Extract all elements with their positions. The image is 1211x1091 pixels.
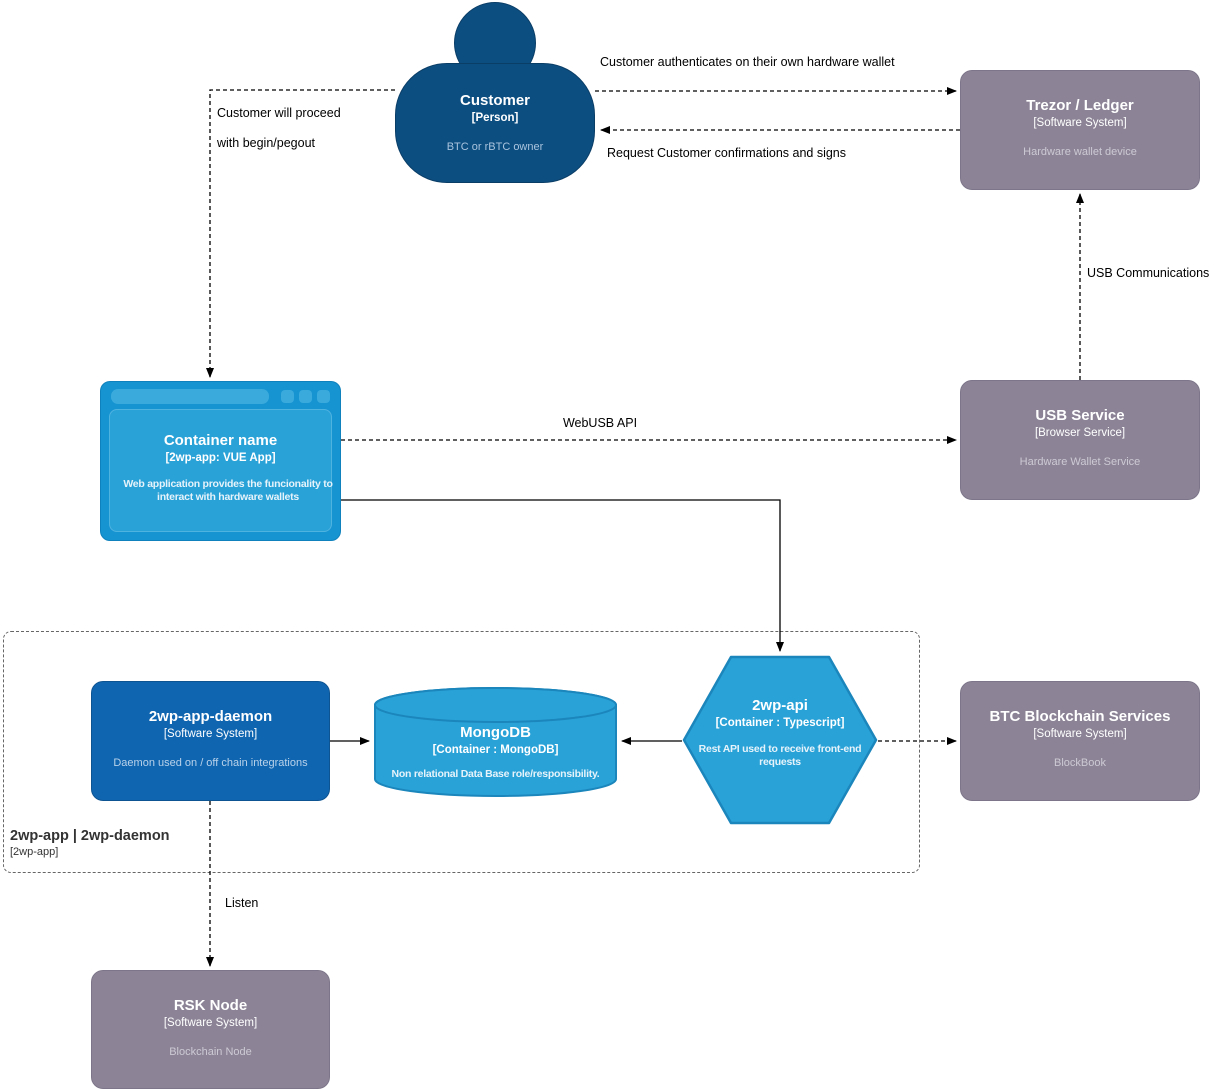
edge-label-authenticate: Customer authenticates on their own hard… [600, 55, 895, 69]
hexagon-shape-icon [682, 655, 878, 825]
node-description: BlockBook [1054, 756, 1106, 769]
node-subtitle: [Container : MongoDB] [432, 743, 559, 756]
node-2wp-api: 2wp-api [Container : Typescript] Rest AP… [682, 655, 878, 825]
database-cylinder-icon [374, 687, 617, 797]
edge-label-usb-communications: USB Communications [1087, 266, 1210, 280]
node-subtitle: [Browser Service] [1034, 426, 1126, 439]
node-description: Daemon used on / off chain integrations [113, 756, 308, 769]
node-subtitle: [Software System] [1033, 727, 1127, 740]
node-btc-blockchain-services: BTC Blockchain Services [Software System… [960, 681, 1200, 801]
node-description: Web application provides the funcionalit… [123, 477, 333, 504]
browser-button-icon [281, 390, 294, 403]
node-title: MongoDB [460, 724, 531, 741]
node-title: Trezor / Ledger [1026, 97, 1134, 114]
node-mongodb: MongoDB [Container : MongoDB] Non relati… [373, 686, 618, 798]
node-subtitle: [Person] [471, 111, 519, 124]
boundary-label: 2wp-app | 2wp-daemon [2wp-app] [10, 828, 170, 858]
node-customer: Customer [Person] BTC or rBTC owner [395, 63, 595, 183]
node-title: Customer [459, 92, 530, 109]
node-title: RSK Node [173, 997, 248, 1014]
boundary-subtitle: [2wp-app] [10, 846, 59, 858]
browser-address-bar [111, 389, 269, 404]
node-subtitle: [Software System] [1033, 116, 1127, 129]
browser-button-icon [299, 390, 312, 403]
edge-webapp-api [341, 499, 784, 652]
node-2wp-app-daemon: 2wp-app-daemon [Software System] Daemon … [91, 681, 330, 801]
node-subtitle: [2wp-app: VUE App] [165, 451, 276, 464]
node-usb-service: USB Service [Browser Service] Hardware W… [960, 380, 1200, 500]
edge-customer-webapp [206, 89, 395, 378]
edge-label-webusb-api: WebUSB API [562, 416, 638, 430]
edge-label-confirmations: Request Customer confirmations and signs [607, 146, 847, 160]
browser-content-panel: Container name [2wp-app: VUE App] Web ap… [109, 409, 333, 532]
node-description: Blockchain Node [169, 1045, 252, 1058]
browser-button-icon [317, 390, 330, 403]
edge-label-proceed-1: Customer will proceed [217, 106, 341, 120]
edge-label-listen: Listen [225, 896, 259, 910]
node-title: 2wp-app-daemon [148, 708, 273, 725]
node-description: Non relational Data Base role/responsibi… [391, 767, 600, 780]
edge-label-proceed-2: with begin/pegout [217, 136, 315, 150]
node-rsk-node: RSK Node [Software System] Blockchain No… [91, 970, 330, 1089]
node-description: Hardware wallet device [1023, 145, 1137, 158]
node-webapp-container: Container name [2wp-app: VUE App] Web ap… [100, 381, 341, 541]
node-trezor-ledger: Trezor / Ledger [Software System] Hardwa… [960, 70, 1200, 190]
node-description: Hardware Wallet Service [1019, 455, 1141, 468]
node-title: BTC Blockchain Services [989, 708, 1171, 725]
node-title: USB Service [1035, 407, 1125, 424]
boundary-title: 2wp-app | 2wp-daemon [10, 828, 170, 844]
node-subtitle: [Software System] [163, 727, 258, 740]
node-title: Container name [163, 432, 278, 449]
node-subtitle: [Container : Typescript] [715, 716, 845, 729]
node-description: Rest API used to receive front-end reque… [698, 742, 862, 769]
node-subtitle: [Software System] [163, 1016, 258, 1029]
node-title: 2wp-api [752, 697, 808, 714]
node-description: BTC or rBTC owner [446, 140, 544, 153]
